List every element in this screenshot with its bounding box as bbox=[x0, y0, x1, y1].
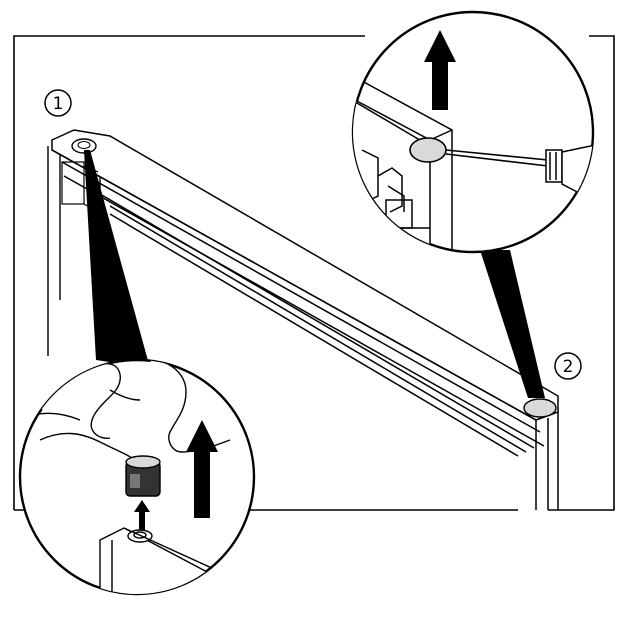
zoom-pointer-left bbox=[84, 150, 150, 368]
callout-1-number: 1 bbox=[53, 94, 64, 114]
left-hinge-cap bbox=[71, 138, 97, 154]
right-hinge-cap bbox=[523, 398, 557, 418]
callout-1: 1 bbox=[44, 89, 72, 117]
zoom-detail-fingers bbox=[18, 358, 256, 596]
cap-piece bbox=[125, 455, 161, 497]
door-top-bar bbox=[51, 129, 559, 510]
zoom-detail-screwdriver bbox=[351, 10, 595, 254]
zoom-pointer-right bbox=[480, 250, 545, 398]
pull-arrow-icon bbox=[186, 420, 218, 518]
appliance-frame bbox=[13, 35, 615, 511]
lift-arrow-icon bbox=[424, 30, 456, 110]
callout-2-number: 2 bbox=[563, 357, 574, 377]
callout-2: 2 bbox=[554, 352, 582, 380]
small-lift-arrow-icon bbox=[134, 500, 150, 530]
